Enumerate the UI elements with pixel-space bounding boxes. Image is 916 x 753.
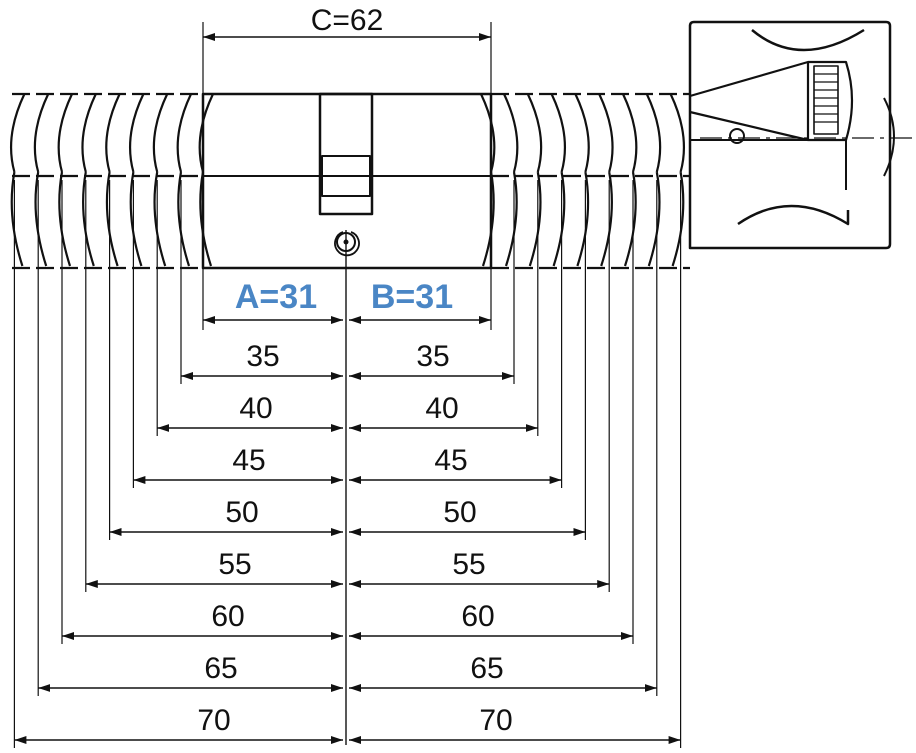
length-end-right [550, 93, 566, 267]
cylinder-end-right [480, 93, 496, 267]
length-label-right: 65 [470, 652, 503, 685]
length-end-left [176, 93, 192, 267]
cylinder-end-profiles [10, 92, 690, 270]
length-end-right [598, 93, 614, 267]
length-end-left [10, 93, 26, 267]
length-label-right: 50 [443, 496, 476, 529]
length-label-left: 40 [239, 392, 272, 425]
overall-dimension: C=62 [202, 4, 492, 94]
length-end-right [669, 93, 685, 267]
length-label-right: 60 [461, 600, 494, 633]
length-end-left [33, 93, 50, 267]
length-label-left: 45 [232, 444, 265, 477]
length-end-left [129, 93, 145, 267]
length-label-right: 55 [452, 548, 485, 581]
length-end-right [622, 93, 638, 267]
length-dimension-rows: 35 35 40 40 45 45 50 50 55 55 60 60 65 65 70 70 [13, 180, 682, 748]
length-label-left: 35 [246, 340, 279, 373]
length-end-right [645, 93, 662, 267]
length-label-left: 50 [225, 496, 258, 529]
length-end-right [503, 93, 519, 267]
length-label-right: 35 [416, 340, 449, 373]
overall-dimension-label: C=62 [311, 4, 384, 37]
length-end-left [81, 93, 97, 267]
side-dimensions: A=31 B=31 [202, 268, 492, 330]
length-label-left: 55 [218, 548, 251, 581]
side-b-label: B=31 [371, 278, 453, 316]
length-end-left [57, 93, 73, 267]
length-label-right: 70 [479, 704, 512, 737]
length-label-right: 40 [425, 392, 458, 425]
length-label-left: 60 [211, 600, 244, 633]
length-label-right: 45 [434, 444, 467, 477]
cylinder-body [201, 92, 493, 270]
cam-slot [318, 92, 374, 216]
length-label-left: 70 [197, 704, 230, 737]
length-end-left [152, 93, 169, 267]
centerline-symbol-icon [334, 231, 360, 257]
length-label-left: 65 [204, 652, 237, 685]
length-end-right [574, 93, 590, 267]
length-end-right [526, 93, 543, 267]
knob-grip-ridges [814, 73, 838, 123]
cylinder-end-left [198, 93, 214, 267]
thumb-turn-knob-icon [688, 20, 912, 250]
side-a-label: A=31 [235, 278, 317, 316]
length-end-left [105, 93, 121, 267]
